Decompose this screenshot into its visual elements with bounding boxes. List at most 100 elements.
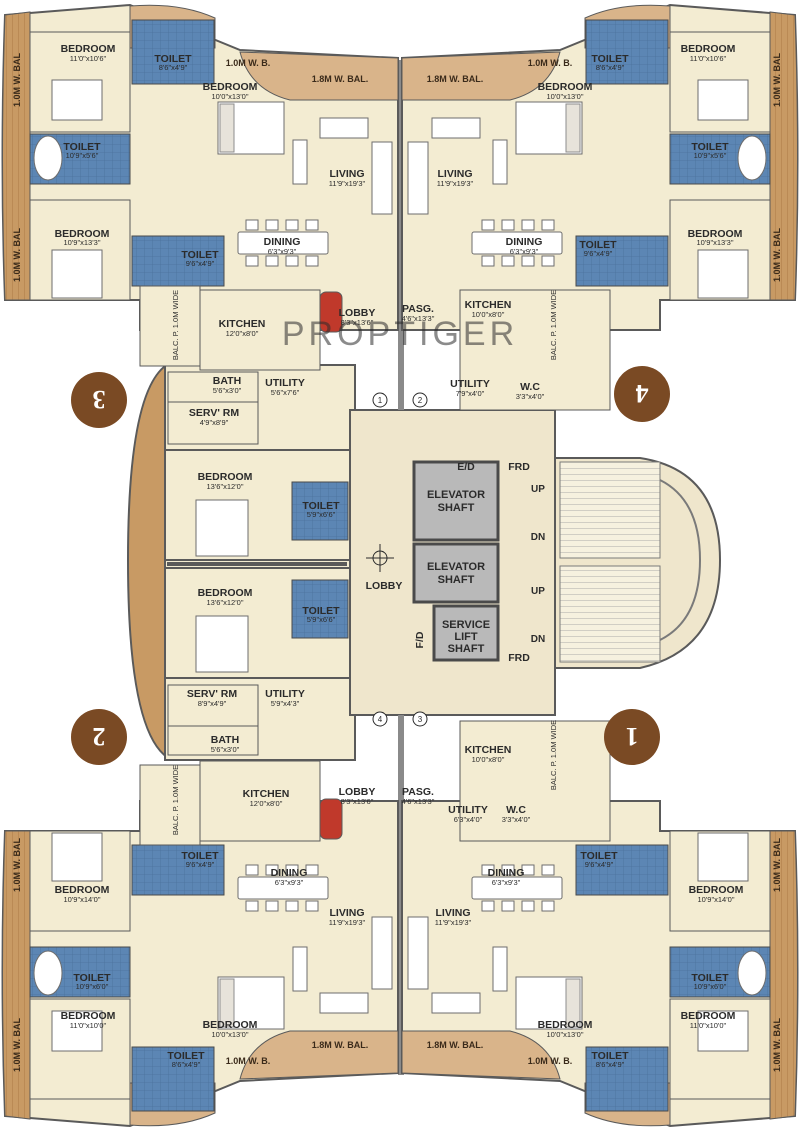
room-label: KITCHEN xyxy=(465,744,512,756)
balcony-label: BALC. P. 1.0M WIDE xyxy=(549,720,558,790)
flat-1-plan xyxy=(401,720,799,1128)
door-label: F/D xyxy=(414,631,426,648)
lobby-label: LOBBY xyxy=(366,580,403,592)
balcony-label: 1.0M W. BAL xyxy=(12,838,22,893)
room-dim: 5'9"x6'6" xyxy=(307,615,336,624)
room-label: LOBBY xyxy=(339,307,376,319)
room-dim: 11'9"x19'3" xyxy=(435,918,472,927)
room-label: TOILET xyxy=(579,239,617,251)
room-label: LIVING xyxy=(329,907,364,919)
room-label: LOBBY xyxy=(339,786,376,798)
room-label: DINING xyxy=(271,867,308,879)
room-dim: 6'3"x4'0" xyxy=(454,815,483,824)
flat-number: 3 xyxy=(93,385,106,414)
room-label: TOILET xyxy=(167,1050,205,1062)
room-label: BEDROOM xyxy=(203,1019,258,1031)
center-room-labels: BEDROOM 13'6"x12'0" TOILET 5'9"x6'6" BED… xyxy=(198,471,341,624)
room-dim: 4'6"x13'3" xyxy=(402,797,435,806)
flat-number: 4 xyxy=(636,379,649,408)
service-lift-label: SERVICE xyxy=(442,619,490,631)
flat-number-badge xyxy=(71,372,127,428)
room-label: BEDROOM xyxy=(538,1019,593,1031)
balcony-label: 1.0M W. BAL xyxy=(772,53,782,108)
room-dim: 8'3"x13'6" xyxy=(341,318,374,327)
room-dim: 11'0"x10'0" xyxy=(70,1021,107,1030)
watermark: PROPTIGER xyxy=(282,315,518,353)
room-dim: 6'3"x9'3" xyxy=(492,878,521,887)
room-dim: 11'9"x19'3" xyxy=(329,918,366,927)
room-label: BEDROOM xyxy=(681,1010,736,1022)
room-dim: 9'6"x4'9" xyxy=(186,259,215,268)
balcony-label: 1.0M W. BAL xyxy=(12,228,22,283)
elevator-shaft-label: ELEVATOR xyxy=(427,561,485,573)
stair-number: 3 xyxy=(418,715,423,724)
room-dim: 6'3"x9'3" xyxy=(268,247,297,256)
elevator-shaft-label: SHAFT xyxy=(438,574,475,586)
room-dim: 13'6"x12'0" xyxy=(207,598,244,607)
room-dim: 5'9"x4'3" xyxy=(271,699,300,708)
room-label: SERV' RM xyxy=(189,407,239,419)
room-label: TOILET xyxy=(63,141,101,153)
flat-3-labels: BEDROOM 11'0"x10'6" TOILET 8'6"x4'9" 1.0… xyxy=(12,43,375,428)
room-dim: 9'6"x4'9" xyxy=(186,860,215,869)
room-dim: 6'3"x9'3" xyxy=(275,878,304,887)
stair-label: DN xyxy=(531,634,545,645)
stair-label: UP xyxy=(531,484,545,495)
balcony-label: BALC. P. 1.0M WIDE xyxy=(549,290,558,360)
elevator-shaft-label: SHAFT xyxy=(438,502,475,514)
room-label: PASG. xyxy=(402,786,434,798)
balcony-label: 1.0M W. B. xyxy=(226,1056,271,1066)
room-label: UTILITY xyxy=(265,377,305,389)
room-label: W.C xyxy=(506,804,526,816)
balcony-label: BALC. P. 1.0M WIDE xyxy=(171,290,180,360)
room-dim: 6'3"x9'3" xyxy=(510,247,539,256)
room-label: KITCHEN xyxy=(243,788,290,800)
room-label: TOILET xyxy=(181,249,219,261)
room-dim: 10'9"x14'0" xyxy=(64,895,101,904)
room-label: TOILET xyxy=(591,53,629,65)
room-dim: 8'6"x4'9" xyxy=(159,63,188,72)
room-dim: 10'0"x8'0" xyxy=(472,310,505,319)
room-label: BEDROOM xyxy=(198,587,253,599)
room-dim: 10'9"x13'3" xyxy=(64,238,101,247)
room-dim: 11'0"x10'6" xyxy=(690,54,727,63)
room-label: BEDROOM xyxy=(198,471,253,483)
room-label: KITCHEN xyxy=(465,299,512,311)
room-label: LIVING xyxy=(435,907,470,919)
stair-number: 2 xyxy=(418,396,423,405)
door-label: FRD xyxy=(508,652,530,664)
balcony-label: 1.8M W. BAL. xyxy=(312,1040,369,1050)
room-label: TOILET xyxy=(154,53,192,65)
room-label: PASG. xyxy=(402,303,434,315)
room-label: TOILET xyxy=(302,500,340,512)
room-label: DINING xyxy=(488,867,525,879)
room-dim: 10'9"x13'3" xyxy=(697,238,734,247)
room-label: DINING xyxy=(506,236,543,248)
flat-4-labels: BEDROOM 11'0"x10'6" TOILET 8'6"x4'9" 1.0… xyxy=(402,43,782,422)
flat-2-plan xyxy=(1,760,399,1128)
room-label: UTILITY xyxy=(448,804,488,816)
balcony-label: 1.0M W. B. xyxy=(528,1056,573,1066)
room-dim: 11'9"x19'3" xyxy=(437,179,474,188)
room-label: BEDROOM xyxy=(55,884,110,896)
room-label: BEDROOM xyxy=(689,884,744,896)
room-dim: 8'3"x13'6" xyxy=(341,797,374,806)
room-dim: 12'0"x8'0" xyxy=(226,329,259,338)
service-lift-label: SHAFT xyxy=(448,643,485,655)
service-lift-label: LIFT xyxy=(454,631,477,643)
room-dim: 7'9"x4'0" xyxy=(456,389,485,398)
flat-4-plan xyxy=(401,3,799,411)
room-label: BEDROOM xyxy=(55,228,110,240)
balcony-label: 1.0M W. BAL xyxy=(12,1018,22,1073)
flat-number-badge xyxy=(71,709,127,765)
room-dim: 10'0"x13'0" xyxy=(547,92,584,101)
room-label: DINING xyxy=(264,236,301,248)
balcony-label: 1.0M W. BAL xyxy=(772,228,782,283)
room-label: BEDROOM xyxy=(538,81,593,93)
balcony-label: 1.8M W. BAL. xyxy=(427,1040,484,1050)
room-label: UTILITY xyxy=(450,378,490,390)
room-dim: 3'3"x4'0" xyxy=(516,392,545,401)
door-label: FRD xyxy=(508,461,530,473)
balcony-label: 1.8M W. BAL. xyxy=(427,74,484,84)
